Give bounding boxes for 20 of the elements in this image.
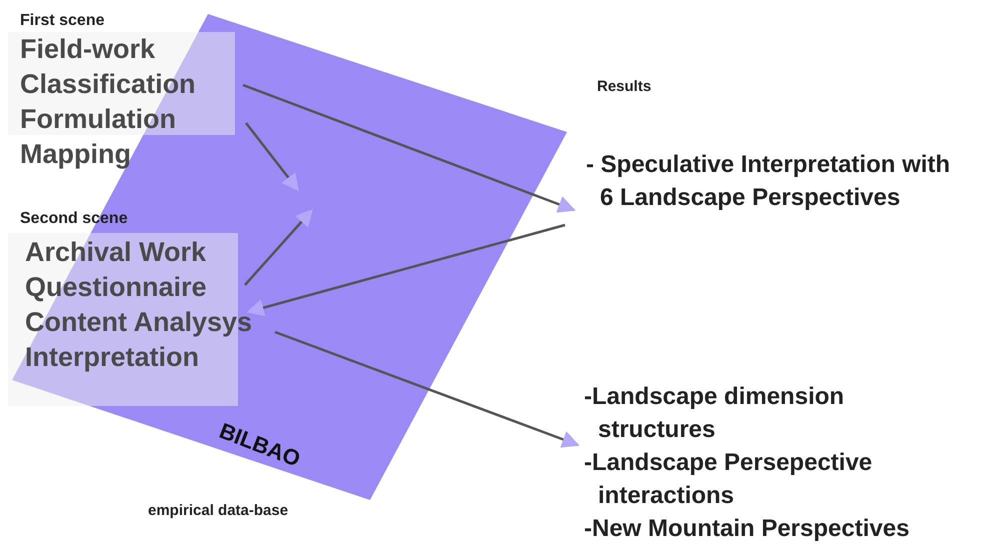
arrow (244, 208, 314, 286)
result-item: -New Mountain Perspectives (584, 514, 910, 544)
list-item: Mapping (20, 138, 131, 171)
list-item: Archival Work (25, 236, 206, 269)
list-item: Content Analysys (25, 306, 252, 339)
arrow (242, 84, 576, 213)
section-heading: First scene (20, 12, 104, 30)
result-item: -Landscape Persepective interactions (584, 448, 874, 511)
result-text: - Speculative Interpretation with 6 Landscape Perspectives (586, 150, 952, 213)
column-heading: Results (597, 78, 652, 95)
list-item: Questionnaire (25, 271, 207, 304)
list-item: Classification (20, 68, 196, 101)
list-item: Field-work (20, 33, 156, 66)
result-item: -Landscape dimension structures (584, 382, 846, 445)
list-item: Interpretation (25, 341, 200, 374)
caption: empirical data-base (148, 502, 288, 519)
arrow (245, 122, 300, 192)
arrow (246, 224, 566, 316)
arrow (274, 330, 580, 448)
list-item: Formulation (20, 103, 176, 136)
